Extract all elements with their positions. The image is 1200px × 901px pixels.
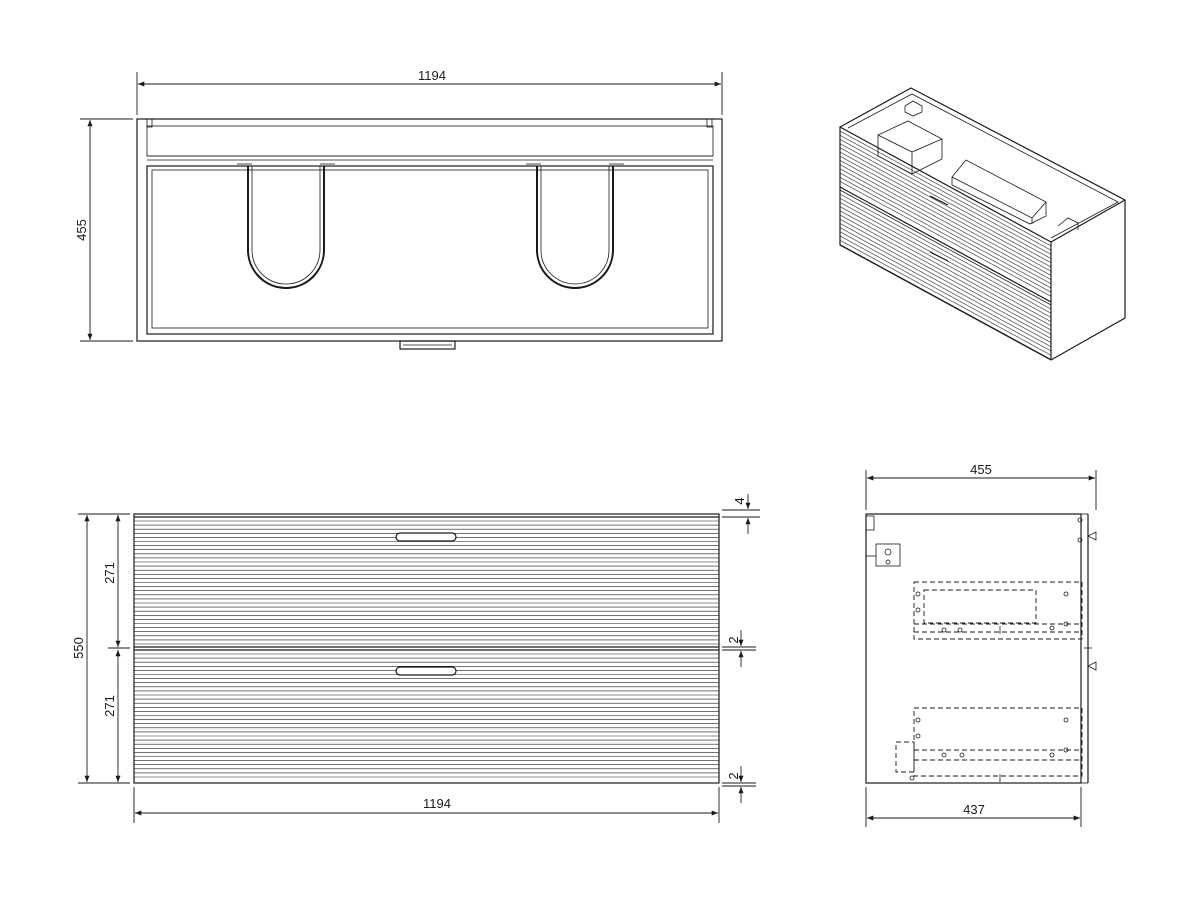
iso-flute-line [839,172,1052,289]
iso-flute-line [839,223,1052,339]
iso-flute-line [839,160,1052,276]
iso-flute-line [839,239,1052,356]
front-top-gap-dimension: 4 [732,497,747,504]
front-drawer-bottom-dimension: 271 [102,695,117,717]
top-view: 1194 455 [74,68,723,350]
front-handle-top [395,532,457,542]
iso-drawer-split [839,186,1052,303]
iso-flute-line [839,164,1052,280]
top-view-drawer [146,165,714,335]
top-width-dimension: 1194 [418,68,446,83]
side-depth-bottom-dimension: 437 [963,802,985,817]
siphon-cutout-left [237,163,335,289]
siphon-cutout-right [526,163,624,289]
side-depth-top-dimension: 455 [970,462,992,477]
iso-flute-line [839,197,1052,314]
top-view-handle [399,340,456,350]
iso-flute-line [839,218,1052,335]
isometric-view [839,87,1126,361]
iso-flute-line [839,231,1052,348]
iso-flute-line [839,134,1052,251]
iso-flute-line [839,227,1052,343]
iso-fluting [839,130,1052,360]
iso-flute-line [839,214,1052,331]
iso-flute-line [839,168,1052,285]
iso-flute-line [839,193,1052,310]
front-height-dimension: 550 [71,637,86,659]
iso-outline [839,87,1126,361]
iso-flute-line [839,244,1052,360]
iso-flute-line [839,143,1052,259]
front-fluting-top [134,520,719,645]
front-width-dimension: 1194 [423,796,451,811]
iso-flute-line [839,181,1052,297]
iso-flute-line [839,130,1052,247]
front-view-outline [133,513,720,784]
front-view: 1194 550 271 271 4 2 2 [71,494,760,823]
side-upper-drawer [913,581,1083,640]
iso-flute-line [839,139,1052,255]
front-drawer-top-dimension: 271 [102,562,117,584]
top-view-outline [136,118,723,342]
iso-flute-line [839,235,1052,352]
iso-flute-line [839,151,1052,268]
iso-flute-line [839,147,1052,264]
front-mid-gap-dimension: 2 [726,636,741,643]
iso-flute-line [839,206,1052,322]
iso-flute-line [839,155,1052,272]
side-lower-drawer [895,707,1083,782]
iso-flute-line [839,210,1052,327]
front-handle-bottom [395,666,457,676]
front-fluting-bottom [134,653,719,778]
side-view-outline [865,513,1082,784]
top-depth-dimension: 455 [74,219,89,241]
iso-flute-line [839,176,1052,293]
front-bottom-gap-dimension: 2 [726,772,741,779]
side-view: 455 437 [865,462,1097,827]
top-view-back-rail [146,125,714,157]
